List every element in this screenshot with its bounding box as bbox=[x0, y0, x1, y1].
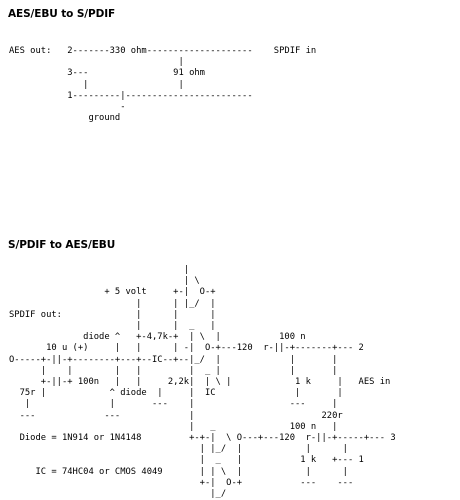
aes-to-spdif-schematic: AES out: 2-------330 ohm----------------… bbox=[9, 46, 317, 124]
section-title-aes-to-spdif: AES/EBU to S/PDIF bbox=[8, 8, 116, 20]
spdif-to-aes-schematic: | | \ + 5 volt +-| O-+ | | |_/ | SPDIF o… bbox=[9, 265, 396, 500]
section-title-spdif-to-aes: S/PDIF to AES/EBU bbox=[8, 239, 116, 251]
